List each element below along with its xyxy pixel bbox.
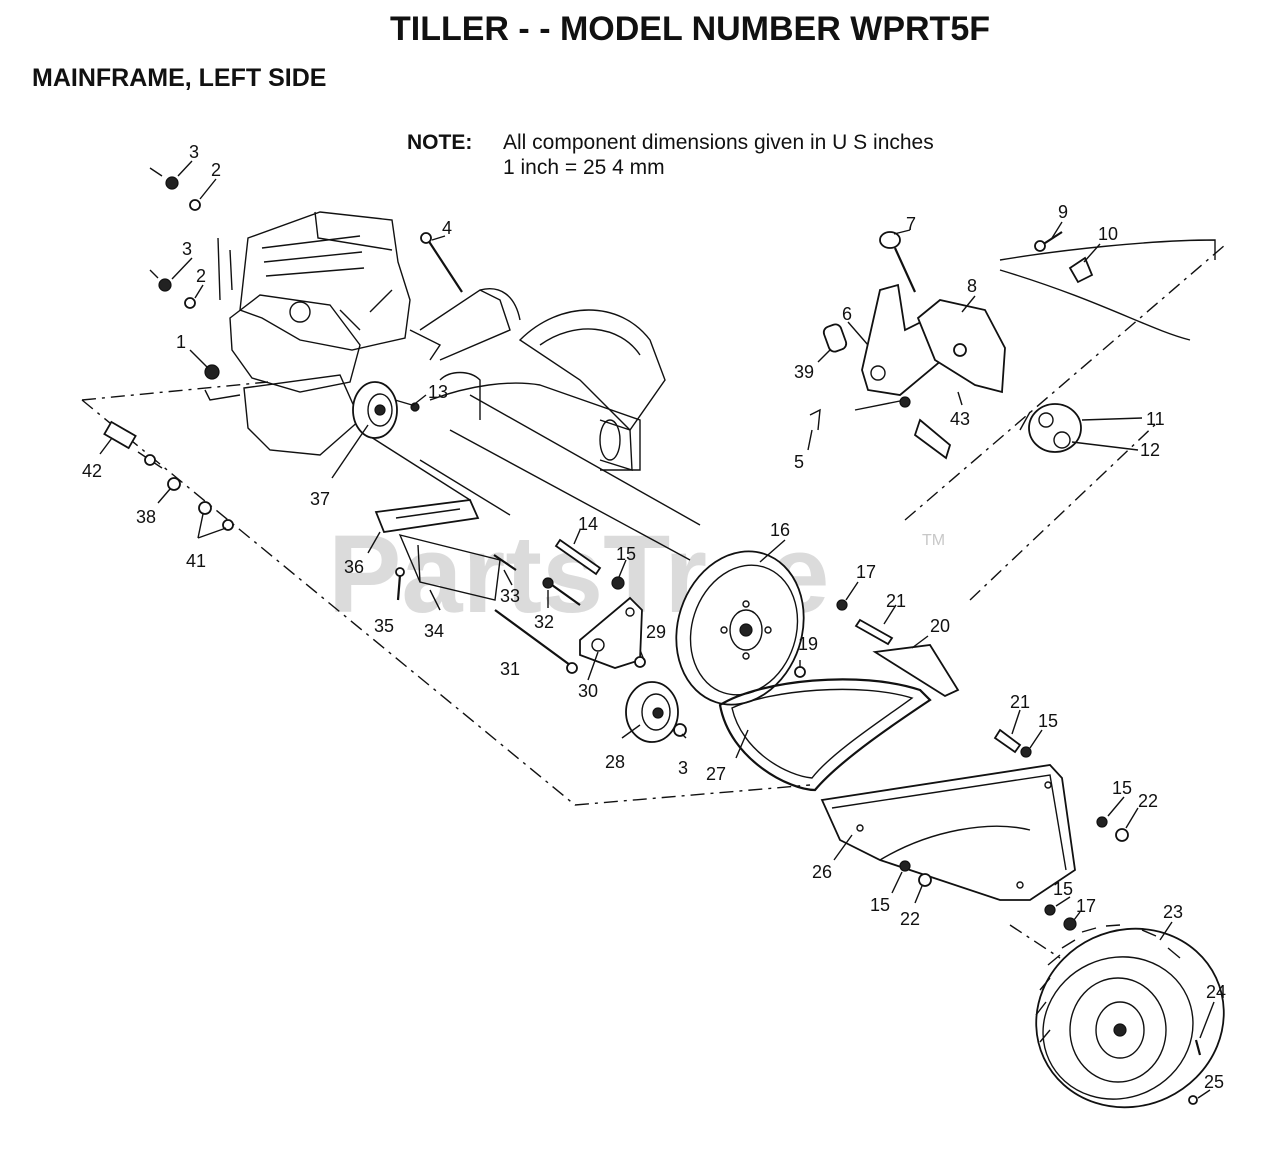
callout-5: 5 <box>794 452 804 472</box>
callout-26: 26 <box>812 862 832 882</box>
callout-15: 15 <box>1038 711 1058 731</box>
leader-lines <box>99 160 1215 1099</box>
callout-28: 28 <box>605 752 625 772</box>
watermark-tm: TM <box>922 532 945 549</box>
drive-belt-27 <box>718 678 932 792</box>
callout-36: 36 <box>344 557 364 577</box>
bracket-36-guard-34 <box>374 499 501 601</box>
callout-15: 15 <box>870 895 890 915</box>
callout-1: 1 <box>176 332 186 352</box>
tiller-frame <box>359 288 701 561</box>
callout-9: 9 <box>1058 202 1068 222</box>
callout-33: 33 <box>500 586 520 606</box>
note-line-2: 1 inch = 25 4 mm <box>503 156 665 179</box>
top-left-hardware <box>149 167 463 401</box>
upper-right-hitch <box>809 231 1006 460</box>
callout-4: 4 <box>442 218 452 238</box>
callout-21: 21 <box>886 591 906 611</box>
callout-3: 3 <box>678 758 688 778</box>
callout-3: 3 <box>182 239 192 259</box>
callout-2: 2 <box>211 160 221 180</box>
callout-12: 12 <box>1140 440 1160 460</box>
pin-14 <box>554 538 625 590</box>
callout-42: 42 <box>82 461 102 481</box>
callout-37: 37 <box>310 489 330 509</box>
callout-22: 22 <box>1138 791 1158 811</box>
callout-17: 17 <box>856 562 876 582</box>
idler-pulley-28 <box>625 681 687 743</box>
note-line-1: All component dimensions given in U S in… <box>503 131 934 154</box>
callout-19: 19 <box>798 634 818 654</box>
belt-guard-26 <box>820 764 1129 931</box>
callout-39: 39 <box>794 362 814 382</box>
callout-15: 15 <box>1053 879 1073 899</box>
wheel-23 <box>1035 924 1225 1109</box>
callout-38: 38 <box>136 507 156 527</box>
bracket-20 <box>854 618 1032 758</box>
engine <box>217 211 442 456</box>
engine-pulley-37 <box>352 381 420 439</box>
callout-labels: 3 2 3 2 1 4 13 37 42 38 41 36 35 34 33 3… <box>82 142 1226 1092</box>
idler-bracket-30 <box>579 596 646 669</box>
assembly-outline <box>81 244 1226 959</box>
callout-6: 6 <box>842 304 852 324</box>
callout-15: 15 <box>616 544 636 564</box>
note-label: NOTE: <box>407 131 472 154</box>
callout-8: 8 <box>967 276 977 296</box>
callout-41: 41 <box>186 551 206 571</box>
callout-22: 22 <box>900 909 920 929</box>
callout-20: 20 <box>930 616 950 636</box>
callout-10: 10 <box>1098 224 1118 244</box>
bolts-31-35 <box>395 554 581 674</box>
callout-30: 30 <box>578 681 598 701</box>
callout-29: 29 <box>646 622 666 642</box>
page-title: TILLER - - MODEL NUMBER WPRT5F <box>390 10 990 48</box>
callout-11: 11 <box>1146 409 1165 429</box>
callout-25: 25 <box>1204 1072 1224 1092</box>
callout-7: 7 <box>906 214 916 234</box>
callout-23: 23 <box>1163 902 1183 922</box>
callout-3: 3 <box>189 142 199 162</box>
callout-27: 27 <box>706 764 726 784</box>
callout-21: 21 <box>1010 692 1030 712</box>
callout-32: 32 <box>534 612 554 632</box>
callout-35: 35 <box>374 616 394 636</box>
callout-17: 17 <box>1076 896 1096 916</box>
drive-pulley-16 <box>675 550 848 706</box>
callout-14: 14 <box>578 514 598 534</box>
callout-16: 16 <box>770 520 790 540</box>
callout-24: 24 <box>1206 982 1226 1002</box>
callout-34: 34 <box>424 621 444 641</box>
left-fasteners <box>103 420 234 531</box>
callout-2: 2 <box>196 266 206 286</box>
callout-43: 43 <box>950 409 970 429</box>
callout-13: 13 <box>428 382 448 402</box>
callout-31: 31 <box>500 659 520 679</box>
upper-right-fasteners <box>999 231 1216 453</box>
section-subtitle: MAINFRAME, LEFT SIDE <box>32 64 326 92</box>
callout-15: 15 <box>1112 778 1132 798</box>
